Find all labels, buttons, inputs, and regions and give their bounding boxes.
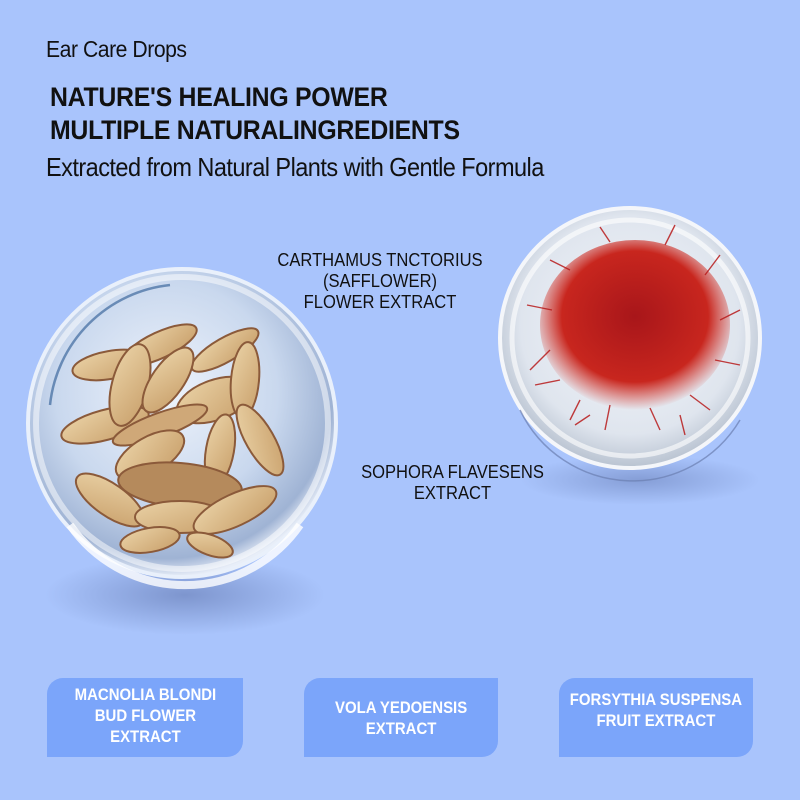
sophora-label-line-1: SOPHORA FLAVESENS	[361, 462, 544, 482]
product-name: Ear Care Drops	[46, 36, 187, 62]
sophora-label-line-2: EXTRACT	[413, 483, 492, 503]
headline-line-2: MULTIPLE NATURALINGREDIENTS	[50, 115, 460, 145]
safflower-bowl	[498, 206, 762, 505]
safflower-label: CARTHAMUS TNCTORIUS (SAFFLOWER) FLOWER E…	[256, 250, 504, 313]
badge-forsythia-line-1: FORSYTHIA SUSPENSA	[569, 689, 743, 709]
safflower-label-line-2: (SAFFLOWER)	[322, 271, 438, 291]
tagline: Extracted from Natural Plants with Gentl…	[46, 152, 544, 182]
headline-line-1: NATURE'S HEALING POWER	[50, 82, 388, 112]
safflower-label-line-1: CARTHAMUS TNCTORIUS	[277, 250, 483, 270]
badge-magnolia: MACNOLIA BLONDI BUD FLOWER EXTRACT	[47, 678, 243, 757]
badge-viola-line-1: VOLA YEDOENSIS	[334, 697, 468, 717]
badge-forsythia: FORSYTHIA SUSPENSA FRUIT EXTRACT	[559, 678, 753, 757]
sophora-label: SOPHORA FLAVESENS EXTRACT	[340, 462, 565, 504]
badge-magnolia-line-1: MACNOLIA BLONDI	[74, 685, 216, 704]
badge-forsythia-line-2: FRUIT EXTRACT	[596, 710, 716, 730]
safflower-label-line-3: FLOWER EXTRACT	[303, 292, 457, 312]
badge-magnolia-line-3: EXTRACT	[109, 727, 181, 746]
safflower-threads	[540, 240, 730, 410]
badge-viola: VOLA YEDOENSIS EXTRACT	[304, 678, 498, 757]
badge-viola-line-2: EXTRACT	[365, 718, 437, 738]
badge-magnolia-line-2: BUD FLOWER	[94, 706, 196, 725]
sophora-root-slices-bowl	[26, 267, 338, 635]
root-slices	[60, 323, 285, 559]
